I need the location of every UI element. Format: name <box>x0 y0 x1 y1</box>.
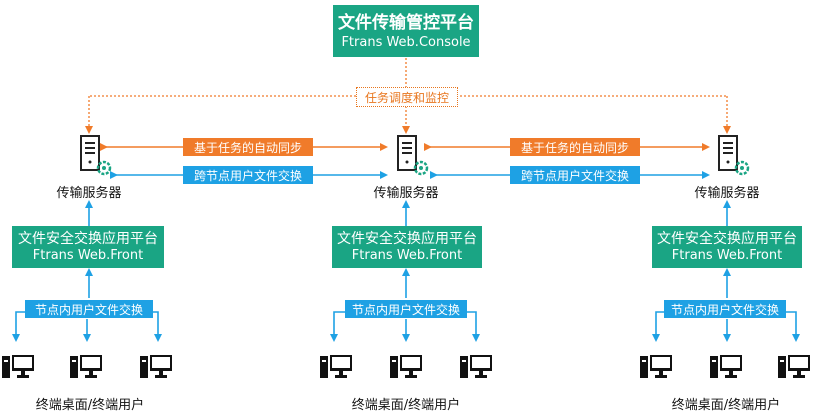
console-title: 文件传输管控平台 <box>338 12 474 33</box>
front-subtitle: Ftrans Web.Front <box>671 247 783 263</box>
desktop-computer-icon <box>140 355 172 378</box>
desktop-computer-icon <box>778 355 810 378</box>
server-icon <box>718 135 750 176</box>
server-label: 传输服务器 <box>373 186 439 201</box>
server-icon <box>80 135 112 176</box>
intra-exchange-tag: 节点内用户文件交换 <box>664 300 786 318</box>
intra-exchange-tag: 节点内用户文件交换 <box>25 300 153 318</box>
terminals-label: 终端桌面/终端用户 <box>671 398 781 413</box>
terminal-links <box>12 311 800 342</box>
server-icon <box>397 135 429 176</box>
desktop-computer-icon <box>710 355 742 378</box>
front-platform-box: 文件安全交换应用平台 Ftrans Web.Front <box>652 226 802 268</box>
desktop-computer-icon <box>70 355 102 378</box>
front-title: 文件安全交换应用平台 <box>18 230 158 247</box>
front-platform-box: 文件安全交换应用平台 Ftrans Web.Front <box>332 226 482 268</box>
front-title: 文件安全交换应用平台 <box>657 230 797 247</box>
server-label: 传输服务器 <box>694 186 760 201</box>
intra-exchange-tag: 节点内用户文件交换 <box>345 300 467 318</box>
sync-tag-left: 基于任务的自动同步 <box>183 138 313 156</box>
front-to-server-arrows <box>85 200 731 226</box>
exchange-tag-left: 跨节点用户文件交换 <box>183 166 313 184</box>
desktop-computer-icon <box>460 355 492 378</box>
desktop-computer-icon <box>640 355 672 378</box>
front-title: 文件安全交换应用平台 <box>337 230 477 247</box>
terminals-label: 终端桌面/终端用户 <box>35 398 145 413</box>
desktop-computer-icon <box>320 355 352 378</box>
exchange-tag-right: 跨节点用户文件交换 <box>510 166 640 184</box>
front-to-intra-arrows <box>85 268 731 298</box>
desktop-computer-icon <box>390 355 422 378</box>
desktop-computer-icon <box>2 355 34 378</box>
terminals-label: 终端桌面/终端用户 <box>351 398 461 413</box>
sync-tag-right: 基于任务的自动同步 <box>510 138 640 156</box>
front-subtitle: Ftrans Web.Front <box>351 247 463 263</box>
front-subtitle: Ftrans Web.Front <box>32 247 144 263</box>
console-platform-box: 文件传输管控平台 Ftrans Web.Console <box>333 5 479 57</box>
server-label: 传输服务器 <box>56 186 122 201</box>
front-platform-box: 文件安全交换应用平台 Ftrans Web.Front <box>12 226 164 268</box>
scheduling-label: 任务调度和监控 <box>356 87 458 107</box>
console-subtitle: Ftrans Web.Console <box>341 34 471 50</box>
